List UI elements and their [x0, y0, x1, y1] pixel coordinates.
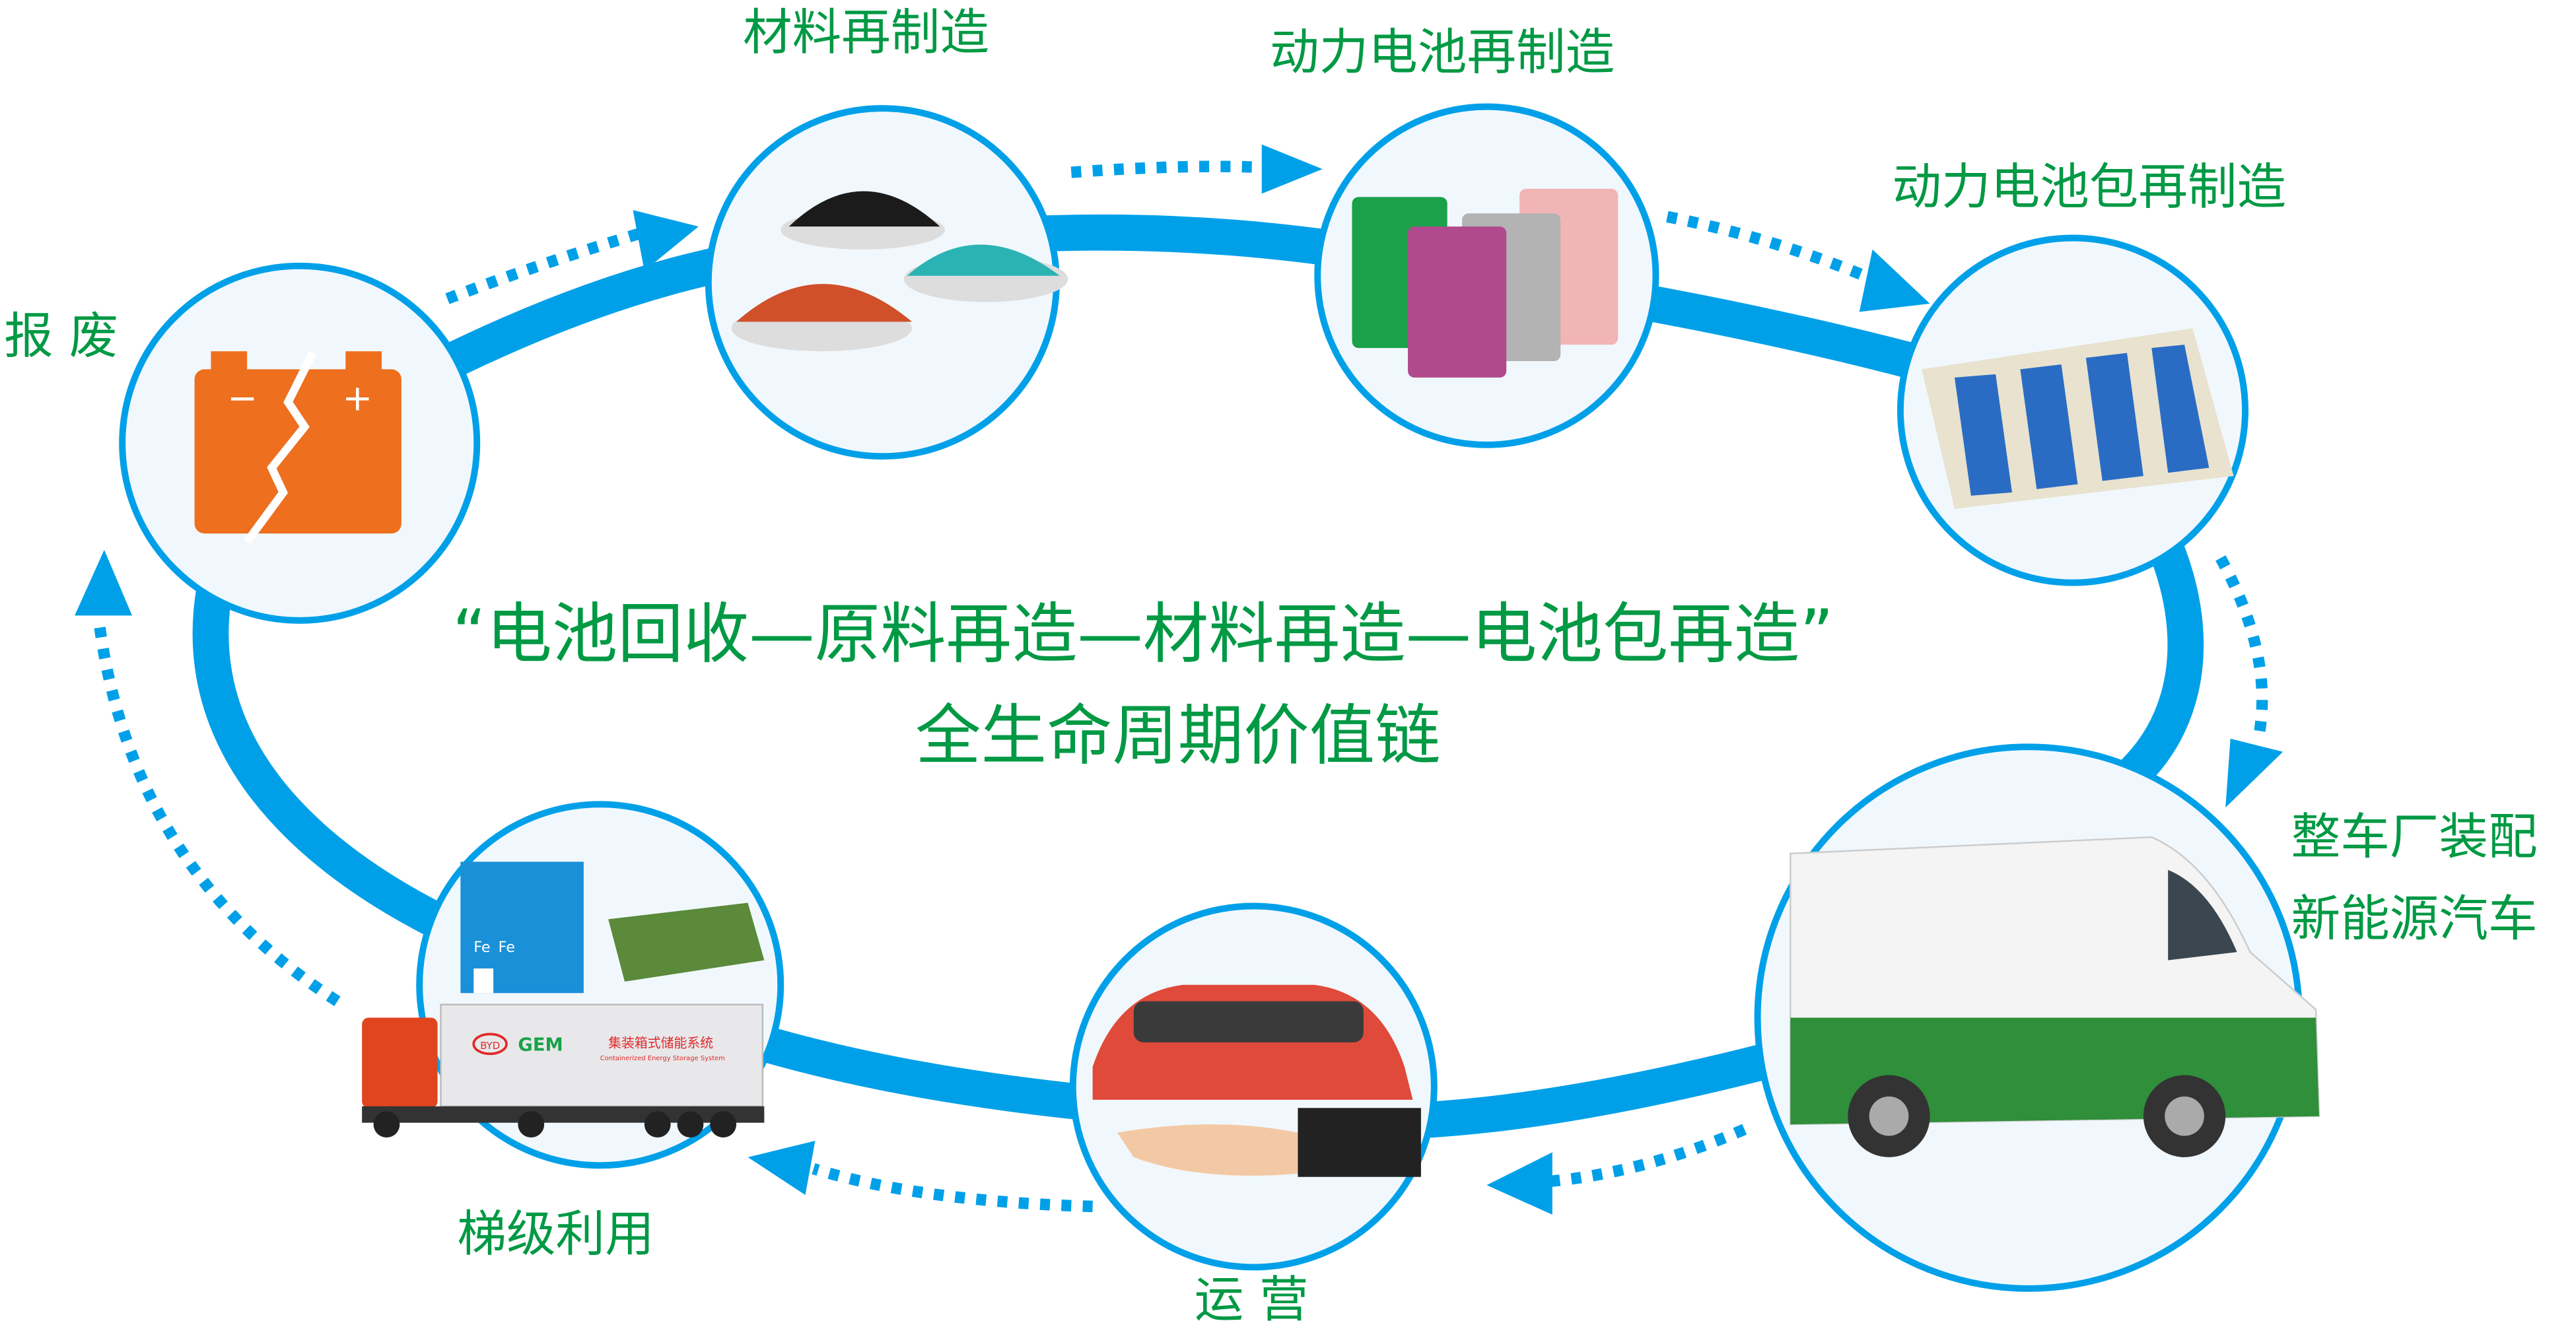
container-title: 集装箱式储能系统 — [608, 1035, 713, 1050]
battery-module-image — [608, 902, 765, 982]
powder-materials-image — [731, 191, 1068, 352]
node-assembly — [1754, 743, 2320, 1292]
arrowhead-icon — [75, 549, 133, 616]
label-material: 材料再制造 — [743, 4, 989, 61]
fe-label: Fe — [473, 939, 490, 956]
arrow-pack-to-assembly — [2215, 555, 2268, 740]
center-title-line1: “电池回收—原料再造—材料再造—电池包再造” — [452, 597, 1834, 673]
minus-sign: − — [227, 377, 258, 419]
arrowhead-icon — [1859, 249, 1930, 312]
node-operation — [1069, 902, 1438, 1271]
arrowhead-icon — [633, 210, 699, 271]
battery-cells-image — [1352, 188, 1619, 378]
arrow-cascade-to-scrap — [93, 623, 341, 1007]
node-cascade: Fe Fe BYD GEM 集装箱式储能系统 Containerized Ene… — [362, 801, 784, 1169]
arrowhead-icon — [2225, 738, 2283, 808]
flow-arrows — [75, 144, 2283, 1215]
container-subtitle: Containerized Energy Storage System — [600, 1055, 725, 1062]
broken-battery-icon: − + — [194, 351, 401, 545]
label-operation: 运 营 — [1195, 1271, 1309, 1323]
electric-van-image — [1790, 836, 2320, 1157]
factory-icon: Fe Fe — [460, 862, 584, 994]
label-assembly-line2: 新能源汽车 — [2291, 890, 2538, 947]
energy-storage-truck-image: BYD GEM 集装箱式储能系统 Containerized Energy St… — [362, 1003, 765, 1138]
arrowhead-icon — [1261, 144, 1323, 194]
plus-sign: + — [342, 377, 372, 419]
label-cascade: 梯级利用 — [457, 1205, 654, 1263]
node-pack — [1897, 234, 2249, 586]
arrow-cell-to-pack — [1666, 211, 1875, 285]
label-pack: 动力电池包再制造 — [1892, 158, 2286, 215]
car-in-hand-image — [1092, 984, 1421, 1177]
label-cell: 动力电池再制造 — [1270, 23, 1615, 81]
byd-logo: BYD — [480, 1040, 500, 1052]
fe-label: Fe — [499, 939, 515, 956]
node-material — [705, 105, 1068, 460]
arrow-operation-to-cascade — [812, 1163, 1093, 1213]
node-scrap: − + — [119, 262, 481, 624]
arrow-material-to-cell — [1070, 160, 1266, 178]
label-scrap: 报 废 — [4, 308, 118, 365]
arrow-assembly-to-operation — [1543, 1124, 1747, 1188]
node-cell — [1314, 103, 1659, 448]
gem-logo: GEM — [518, 1035, 563, 1055]
arrowhead-icon — [1486, 1152, 1552, 1215]
label-assembly-line1: 整车厂装配 — [2291, 808, 2538, 865]
arrow-scrap-to-material — [445, 227, 643, 304]
battery-pack-image — [1922, 328, 2234, 509]
arrowhead-icon — [748, 1141, 816, 1196]
center-title-line2: 全生命周期价值链 — [915, 698, 1441, 774]
